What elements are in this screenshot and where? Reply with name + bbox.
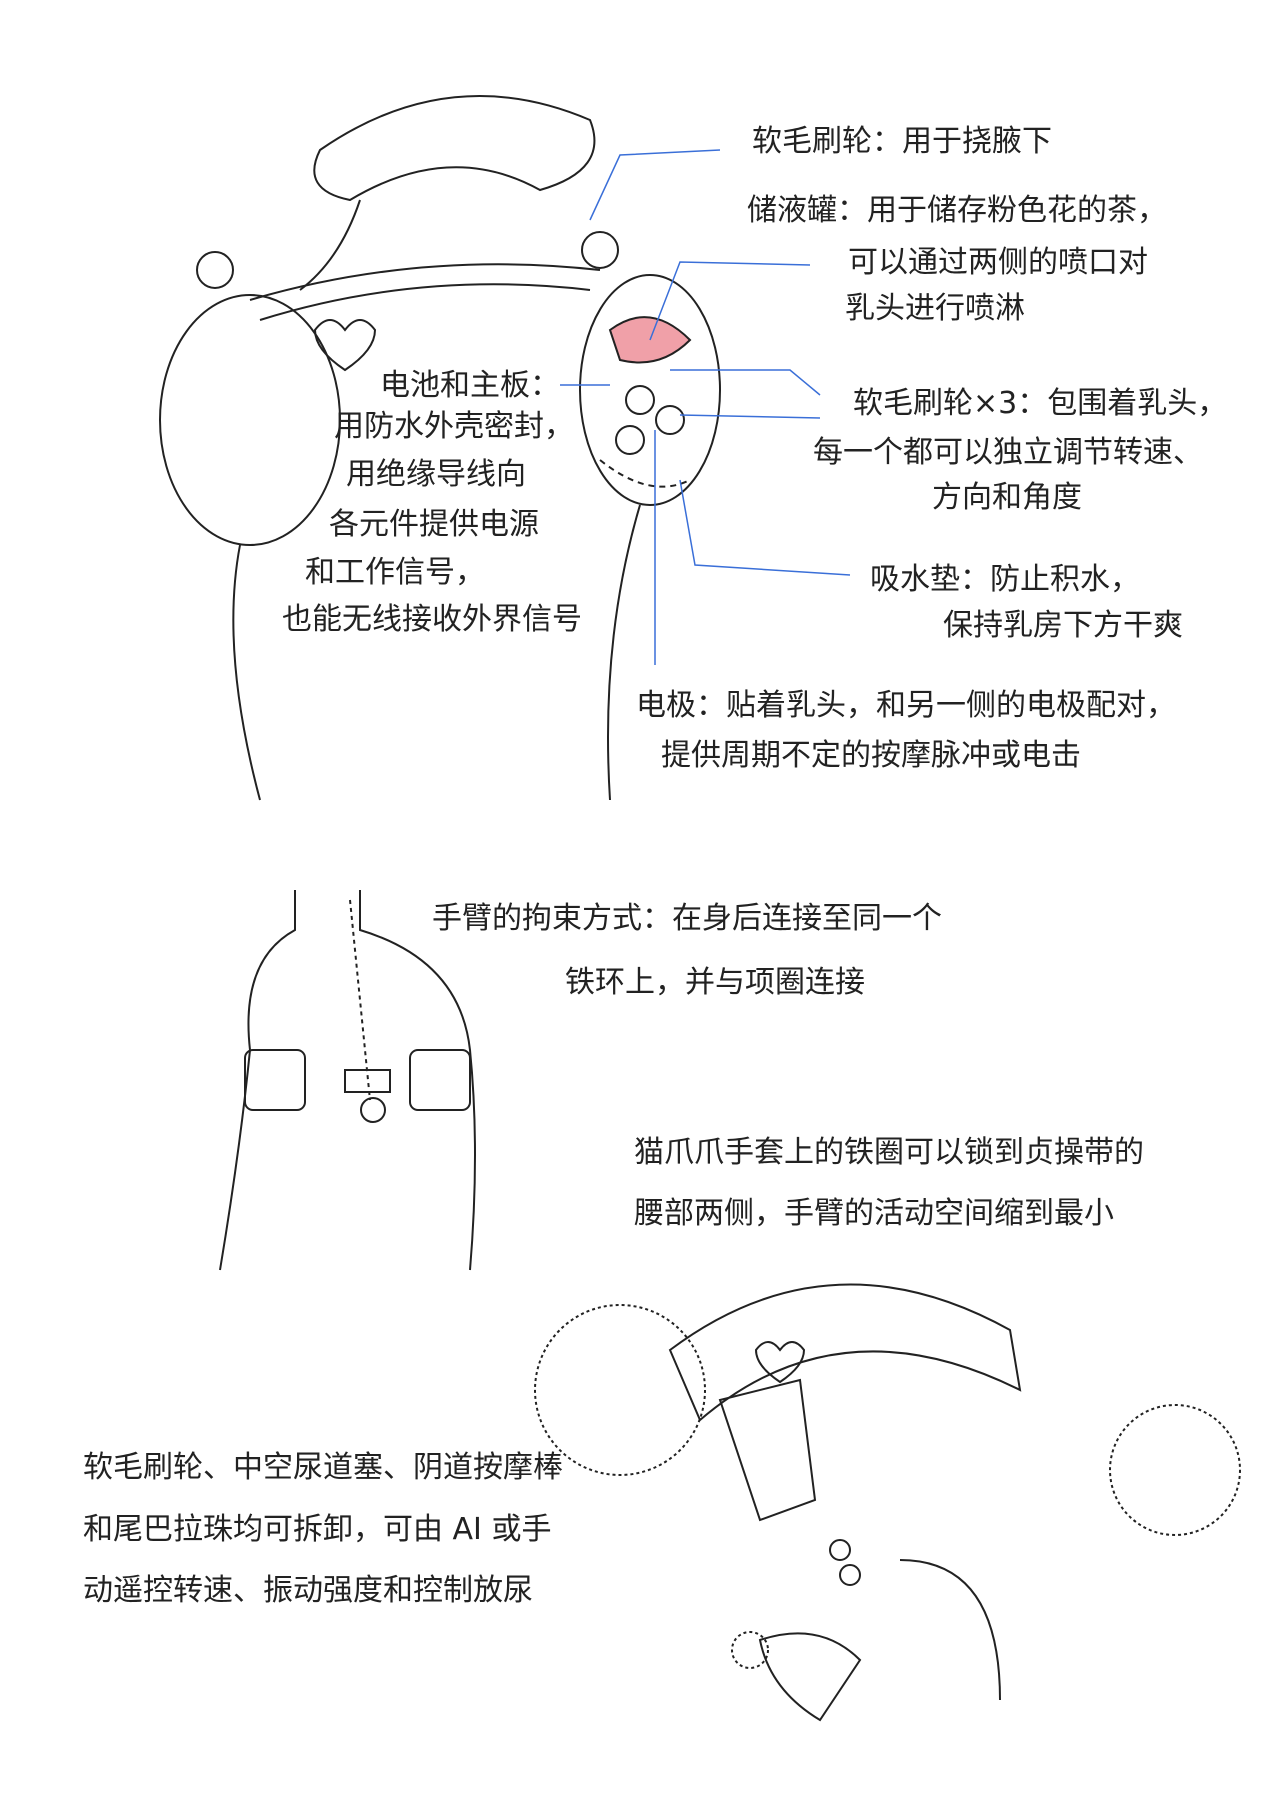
middle-figure-back [219, 890, 476, 1271]
pad-text-2: 保持乳房下方干爽 [943, 608, 1183, 643]
battery-text-5: 和工作信号， [305, 555, 485, 590]
battery-text-2: 用防水外壳密封， [334, 409, 574, 444]
battery-text-4: 各元件提供电源 [329, 507, 539, 542]
top-figure-harness [159, 95, 721, 801]
battery-text-3: 用绝缘导线向 [346, 457, 526, 492]
battery-text-6: 也能无线接收外界信号 [282, 602, 582, 637]
tank-text-1: 储液罐：用于储存粉色花的茶， [747, 193, 1167, 228]
armpit-brush-text: 软毛刷轮：用于挠腋下 [752, 124, 1052, 159]
brushes-text-1: 软毛刷轮×3：包围着乳头， [853, 386, 1228, 421]
tank-text-2: 可以通过两侧的喷口对 [848, 245, 1148, 280]
brushes-text-2: 每一个都可以独立调节转速、 [813, 435, 1203, 470]
electrode-text-2: 提供周期不定的按摩脉冲或电击 [661, 738, 1081, 773]
tank-text-3: 乳头进行喷淋 [845, 291, 1025, 326]
detachable-text-3: 动遥控转速、振动强度和控制放尿 [83, 1573, 533, 1608]
paw-text-1: 猫爪爪手套上的铁圈可以锁到贞操带的 [634, 1135, 1144, 1170]
leader-lines [560, 149, 851, 665]
bottom-figure-belt [534, 1283, 1241, 1722]
detachable-text-1: 软毛刷轮、中空尿道塞、阴道按摩棒 [83, 1450, 563, 1485]
arm-text-2: 铁环上，并与项圈连接 [565, 965, 865, 1000]
paw-text-2: 腰部两侧，手臂的活动空间缩到最小 [634, 1196, 1114, 1231]
battery-text-1: 电池和主板： [380, 368, 560, 403]
brushes-text-3: 方向和角度 [932, 480, 1082, 515]
electrode-text-1: 电极：贴着乳头，和另一侧的电极配对， [636, 688, 1176, 723]
arm-text-1: 手臂的拘束方式：在身后连接至同一个 [432, 901, 942, 936]
pad-text-1: 吸水垫：防止积水， [870, 562, 1140, 597]
detachable-text-2: 和尾巴拉珠均可拆卸，可由 AI 或手 [83, 1512, 552, 1547]
